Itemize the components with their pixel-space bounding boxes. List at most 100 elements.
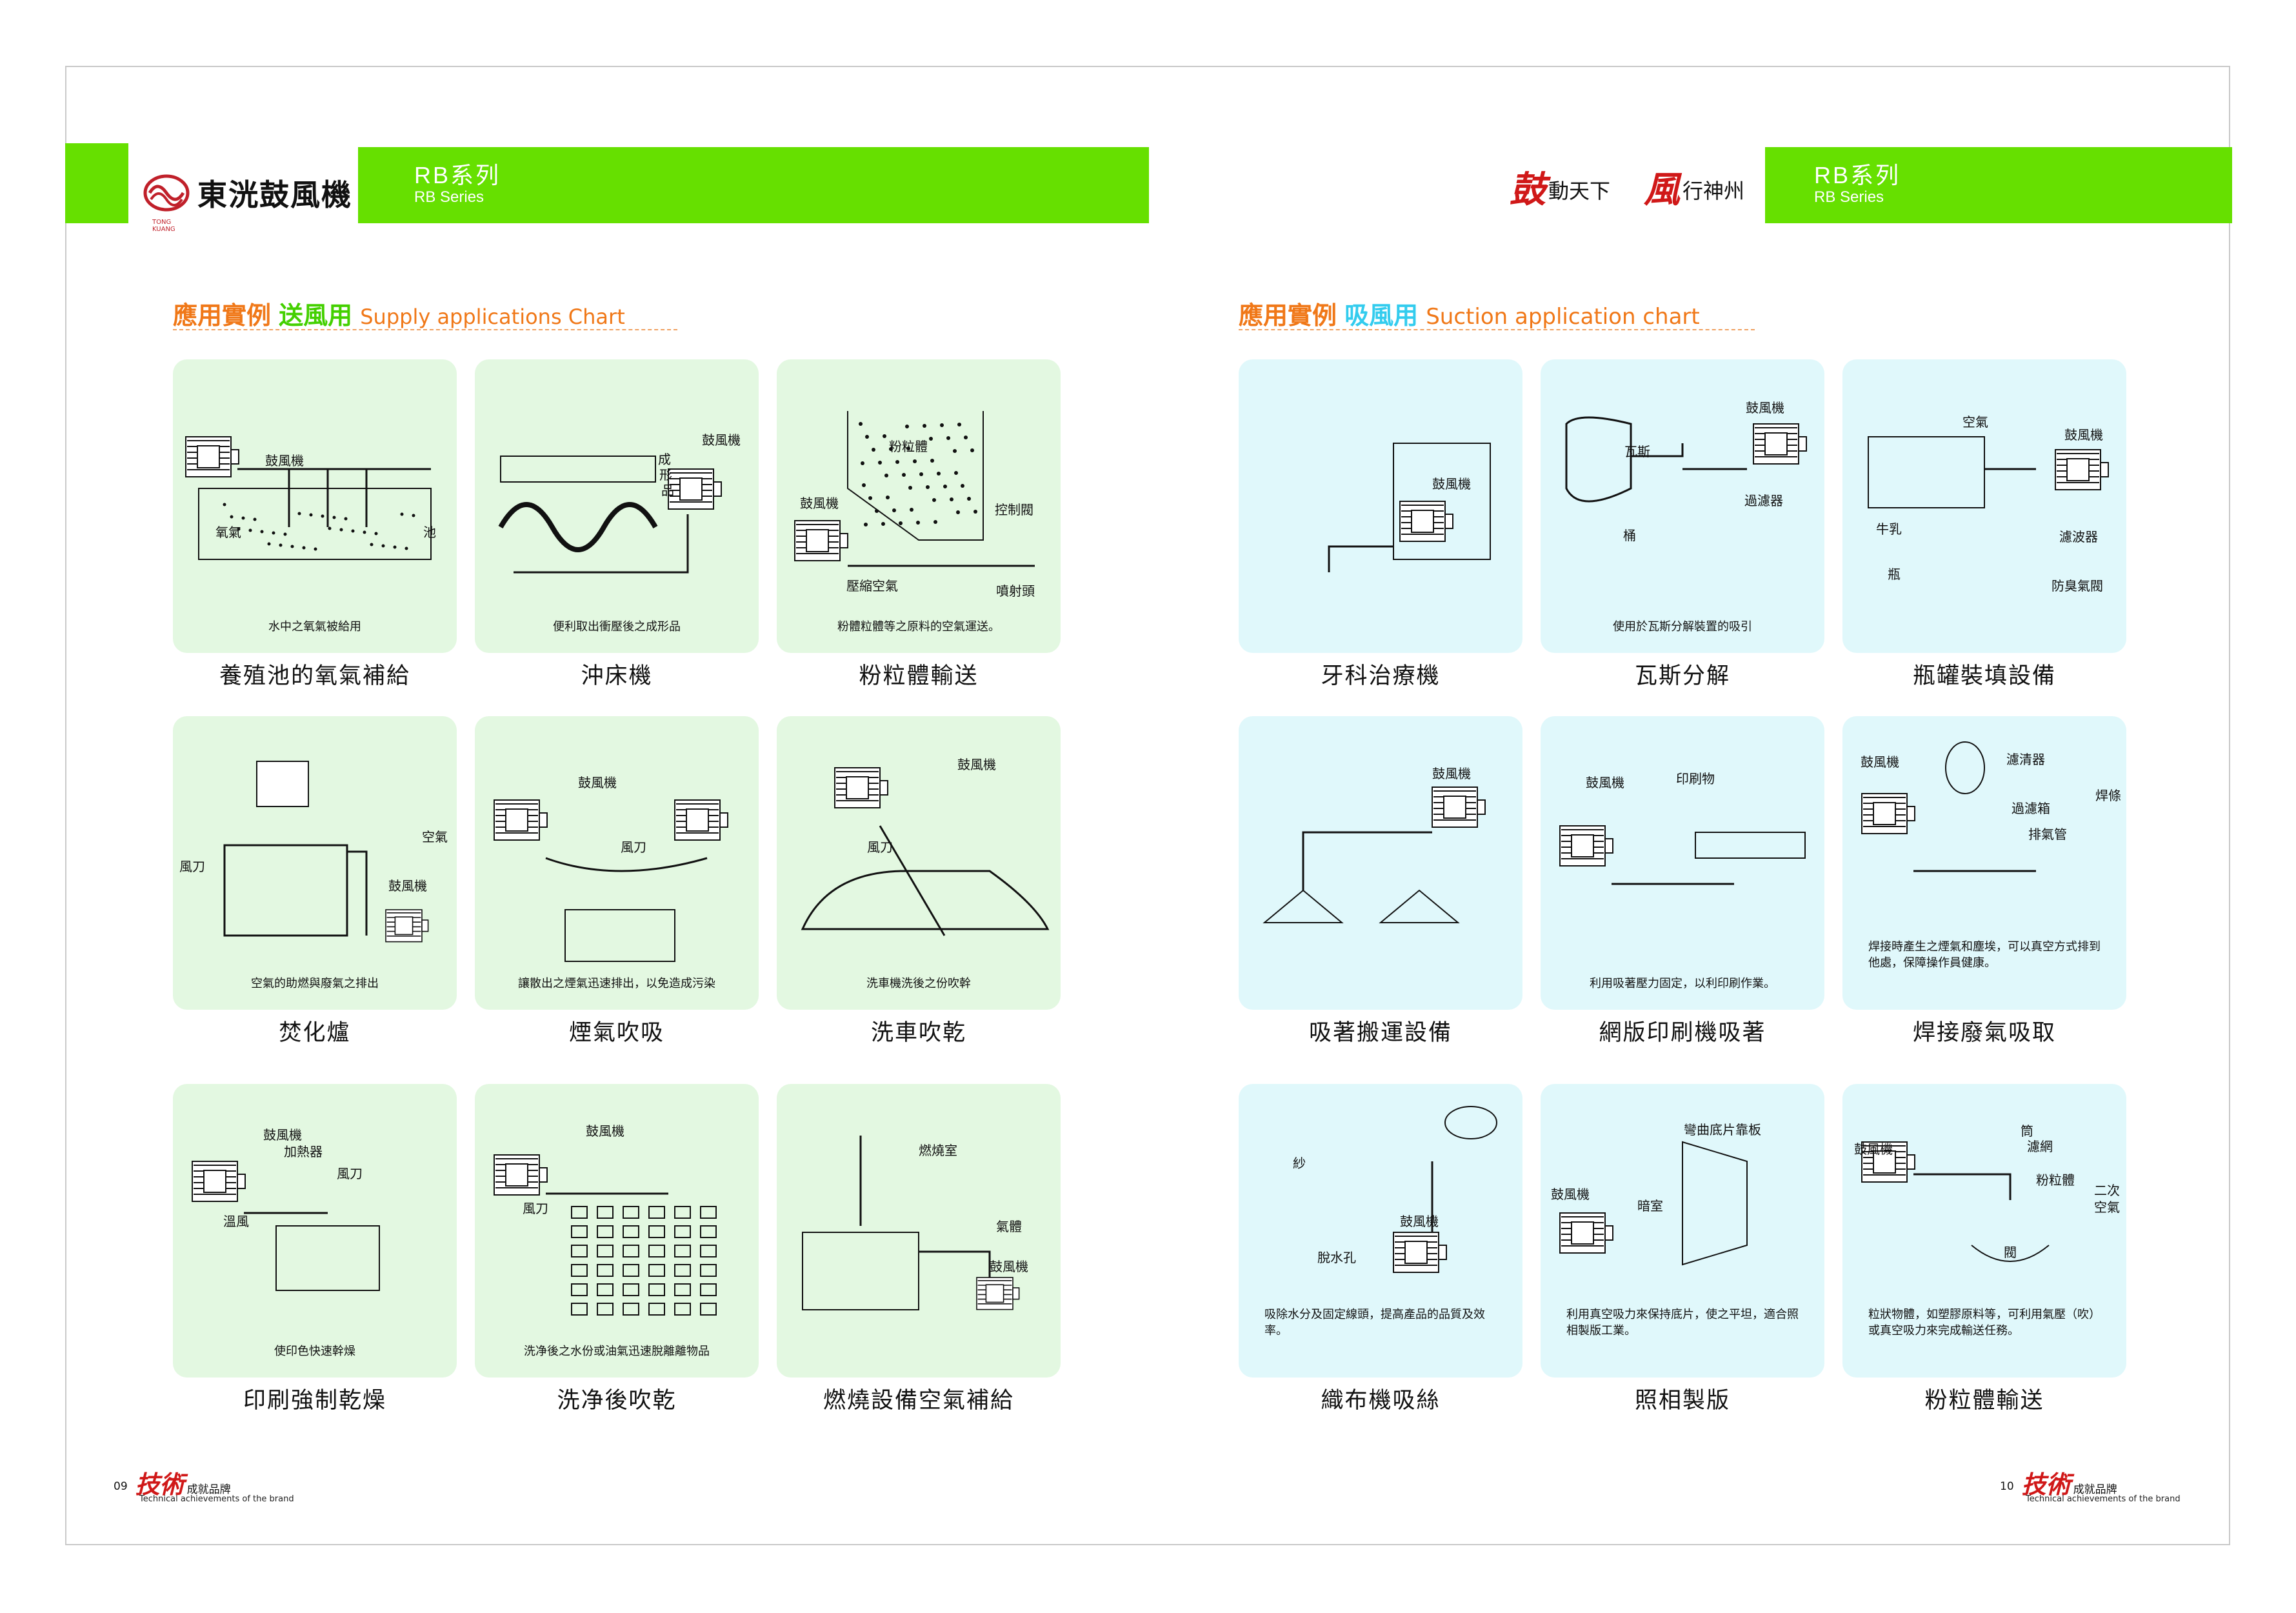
card-caption: 網版印刷機吸著 xyxy=(1599,1020,1766,1046)
card-description: 焊接時產生之煙氣和塵埃，可以真空方式排到他處，保障操作員健康。 xyxy=(1868,940,2101,970)
card-caption: 牙科治療機 xyxy=(1321,663,1441,689)
supply-card: 燃燒室氣體鼓風機 xyxy=(777,1084,1061,1378)
supply-section-title: 應用實例 送風用 Supply applications Chart xyxy=(173,296,625,331)
diagram-label: 鼓風機 xyxy=(1746,400,1784,416)
left-series-en: RB Series xyxy=(414,188,484,206)
blower-icon xyxy=(1559,1212,1613,1254)
diagram-label: 空氣 xyxy=(422,829,448,845)
left-series-zh: RB系列 xyxy=(414,162,501,188)
supply-title-underline xyxy=(173,329,677,330)
left-series-title: RB系列 RB Series xyxy=(414,163,501,206)
blower-icon xyxy=(834,767,888,808)
diagram-label: 噴射頭 xyxy=(996,583,1035,599)
diagram-label: 品 xyxy=(661,483,674,498)
blower-icon xyxy=(1559,825,1613,867)
suction-card: 鼓風機印刷物利用吸著壓力固定，以利印刷作業。 xyxy=(1541,716,1824,1010)
blower-icon xyxy=(674,799,728,841)
card-caption: 織布機吸絲 xyxy=(1321,1388,1441,1414)
diagram-label: 桶 xyxy=(1623,528,1636,543)
diagram-illustration: 粉粒體鼓風機控制閥壓縮空氣噴射頭 xyxy=(794,411,1035,599)
diagram-label: 鼓風機 xyxy=(1854,1141,1893,1157)
supply-card: 鼓風機風刀讓散出之煙氣迅速排出，以免造成污染 xyxy=(475,716,759,1010)
diagram-label: 鼓風機 xyxy=(1400,1214,1439,1229)
suction-card: 鼓風機 xyxy=(1239,716,1522,1010)
diagram-label: 二次 xyxy=(2094,1183,2120,1198)
right-series-title: RB系列 RB Series xyxy=(1814,163,1901,206)
card-description: 空氣的助燃與廢氣之排出 xyxy=(251,977,379,990)
supply-card: 粉粒體鼓風機控制閥壓縮空氣噴射頭粉體粒體等之原料的空氣運送。 xyxy=(777,359,1061,653)
left-green-tab xyxy=(65,143,128,223)
diagram-label: 牛乳 xyxy=(1876,521,1902,537)
motto-2-text: 行神州 xyxy=(1682,179,1745,203)
left-series-bar xyxy=(358,147,1149,223)
supply-title-en: Supply applications Chart xyxy=(360,305,625,329)
blower-icon xyxy=(185,436,239,477)
diagram-label: 粉粒體 xyxy=(2036,1172,2075,1188)
diagram-label: 鼓風機 xyxy=(586,1123,624,1139)
suction-title-en: Suction application chart xyxy=(1426,304,1700,330)
supply-card: 鼓風機成形品便利取出衝壓後之成形品 xyxy=(475,359,759,653)
diagram-label: 氧氣 xyxy=(215,525,241,540)
right-series-zh: RB系列 xyxy=(1814,162,1901,188)
blower-icon xyxy=(192,1161,246,1202)
card-description: 便利取出衝壓後之成形品 xyxy=(553,620,681,634)
diagram-label: 燃燒室 xyxy=(919,1143,957,1158)
suction-section-title: 應用實例 吸風用 Suction application chart xyxy=(1239,296,1700,331)
suction-card: 鼓風機瓦斯過濾器桶使用於瓦斯分解裝置的吸引 xyxy=(1541,359,1824,653)
diagram-label: 氣體 xyxy=(996,1219,1022,1234)
supply-card: 鼓風機加熱器風刀溫風使印色快速幹燥 xyxy=(173,1084,457,1378)
motto-2-sig: 風 xyxy=(1644,168,1680,211)
diagram-label: 暗室 xyxy=(1637,1198,1663,1214)
supply-card: 風刀 空氣鼓風機空氣的助燃與廢氣之排出 xyxy=(173,716,457,1010)
suction-card: 鼓風機 xyxy=(1239,359,1522,653)
page-number: 10 xyxy=(2000,1480,2014,1493)
diagram-label: 過濾器 xyxy=(1744,493,1783,508)
card-caption: 粉粒體輸送 xyxy=(1924,1388,2044,1414)
diagram-label: 空氣 xyxy=(1962,414,1988,430)
blower-icon xyxy=(494,1154,548,1196)
footer-art: 技術 xyxy=(2021,1470,2071,1499)
diagram-label: 風刀 xyxy=(867,839,893,855)
card-caption: 沖床機 xyxy=(581,663,653,689)
diagram-label: 紗 xyxy=(1293,1156,1306,1171)
suction-title-prefix: 應用實例 xyxy=(1239,301,1337,330)
blower-icon xyxy=(976,1277,1020,1310)
diagram-label: 成 xyxy=(658,452,671,467)
blower-icon xyxy=(385,909,429,943)
diagram-label: 筒 xyxy=(2021,1123,2033,1139)
suction-card: 鼓風機濾清器焊條過濾箱排氣管焊接時產生之煙氣和塵埃，可以真空方式排到他處，保障操… xyxy=(1842,716,2126,1010)
diagram-label: 風刀 xyxy=(179,859,205,874)
footer-art: 技術 xyxy=(135,1470,185,1499)
footer-zh: 成就品牌 xyxy=(186,1483,231,1496)
diagram-label: 脫水孔 xyxy=(1317,1250,1356,1265)
motto-1-sig: 鼓 xyxy=(1510,168,1546,211)
diagram-label: 鼓風機 xyxy=(702,432,741,448)
brand-logo: TONG KUANG 東洸鼓風機 xyxy=(143,172,352,233)
card-description: 水中之氧氣被給用 xyxy=(268,620,361,634)
footer-en: Technical achievements of the brand xyxy=(2026,1494,2181,1504)
diagram-label: 鼓風機 xyxy=(990,1259,1028,1274)
diagram-label: 瓶 xyxy=(1888,566,1901,582)
diagram-label: 鼓風機 xyxy=(578,775,617,790)
diagram-illustration: 鼓風機 xyxy=(1328,443,1491,572)
card-caption: 瓶罐裝填設備 xyxy=(1912,663,2056,689)
diagram-label: 風刀 xyxy=(621,839,646,855)
diagram-label: 鼓風機 xyxy=(388,878,427,894)
diagram-label: 濾網 xyxy=(2027,1139,2053,1154)
page-number: 09 xyxy=(114,1480,128,1493)
diagram-label: 風刀 xyxy=(337,1166,363,1181)
blower-icon xyxy=(494,799,548,841)
card-description: 粒狀物體，如塑膠原料等，可利用氣壓（吹）或真空吸力來完成輸送任務。 xyxy=(1868,1308,2101,1337)
supply-card: 鼓風機風刀洗净後之水份或油氣迅速脫離離物品 xyxy=(475,1084,759,1378)
blower-icon xyxy=(2055,449,2109,490)
diagram-illustration: 鼓風機印刷物 xyxy=(1559,771,1806,885)
suction-title-mode: 吸風用 xyxy=(1344,301,1419,330)
diagram-label: 池 xyxy=(423,525,436,540)
card-description: 利用真空吸力來保持底片，使之平坦，適合照相製版工業。 xyxy=(1566,1308,1799,1337)
footer-en: Technical achievements of the brand xyxy=(139,1494,294,1504)
